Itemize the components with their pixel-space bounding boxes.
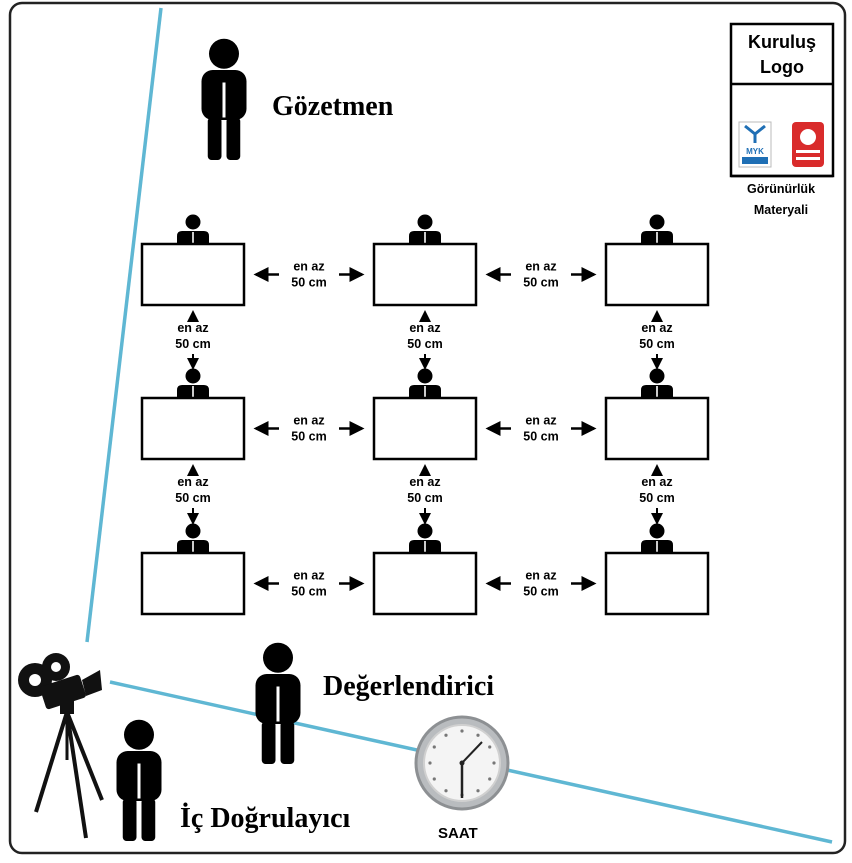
spacing-label-line1: en az	[409, 321, 440, 335]
logo-title-line1: Kuruluş	[748, 32, 816, 52]
myk-logo-text: MYK	[746, 147, 764, 156]
desk-grid: en az 50 cm en az 50 cm en az 50 cm en az 50 cm…	[140, 214, 710, 616]
logo-title-line2: Logo	[760, 57, 804, 77]
spacing-label-line2: 50 cm	[523, 585, 558, 599]
spacing-label-line2: 50 cm	[407, 491, 442, 505]
exam-desk	[372, 396, 478, 461]
spacing-label-line2: 50 cm	[175, 337, 210, 351]
spacing-label-line1: en az	[409, 475, 440, 489]
spacing-label-line2: 50 cm	[175, 491, 210, 505]
clock-tick	[444, 733, 448, 737]
spacing-label-line1: en az	[177, 475, 208, 489]
exam-desk	[140, 551, 246, 616]
clock-tick	[460, 729, 464, 733]
clock-tick	[444, 789, 448, 793]
spacing-label-line2: 50 cm	[523, 430, 558, 444]
exam-desk	[140, 396, 246, 461]
spacing-label-line2: 50 cm	[407, 337, 442, 351]
exam-desk	[372, 242, 478, 307]
clock-icon	[414, 715, 510, 811]
spacing-label-line1: en az	[177, 321, 208, 335]
logo-box: Kuruluş Logo MYK	[729, 22, 835, 178]
clock-tick	[492, 761, 496, 765]
exam-desk	[604, 551, 710, 616]
spacing-label-line2: 50 cm	[639, 491, 674, 505]
spacing-label-line1: en az	[293, 569, 324, 583]
spacing-label-line1: en az	[525, 569, 556, 583]
accreditation-logo-icon	[792, 122, 824, 167]
exam-desk	[372, 551, 478, 616]
clock-tick	[428, 761, 432, 765]
clock-tick	[476, 733, 480, 737]
spacing-label-line2: 50 cm	[291, 276, 326, 290]
clock-tick	[488, 777, 492, 781]
myk-logo-icon: MYK	[738, 121, 772, 168]
spacing-label-line2: 50 cm	[291, 430, 326, 444]
spacing-label-line2: 50 cm	[523, 276, 558, 290]
clock-tick	[488, 745, 492, 749]
spacing-label-line1: en az	[293, 414, 324, 428]
clock-tick	[432, 745, 436, 749]
supervisor-label: Gözetmen	[272, 91, 394, 122]
exam-desk	[140, 242, 246, 307]
exam-desk	[604, 242, 710, 307]
spacing-label-line2: 50 cm	[291, 585, 326, 599]
clock-tick	[476, 789, 480, 793]
logo-caption-line1: Görünürlük	[747, 182, 815, 196]
internal-verifier-label: İç Doğrulayıcı	[180, 803, 351, 834]
exam-desk	[604, 396, 710, 461]
logo-caption-line2: Materyali	[754, 203, 808, 217]
evaluator-label: Değerlendirici	[323, 671, 494, 702]
clock-tick	[432, 777, 436, 781]
clock-label: SAAT	[438, 825, 478, 842]
spacing-label-line2: 50 cm	[639, 337, 674, 351]
spacing-label-line1: en az	[641, 321, 672, 335]
camera-icon	[18, 653, 104, 839]
spacing-label-line1: en az	[641, 475, 672, 489]
spacing-label-line1: en az	[293, 260, 324, 274]
camera-view-line-left	[85, 7, 163, 643]
spacing-label-line1: en az	[525, 414, 556, 428]
spacing-label-line1: en az	[525, 260, 556, 274]
